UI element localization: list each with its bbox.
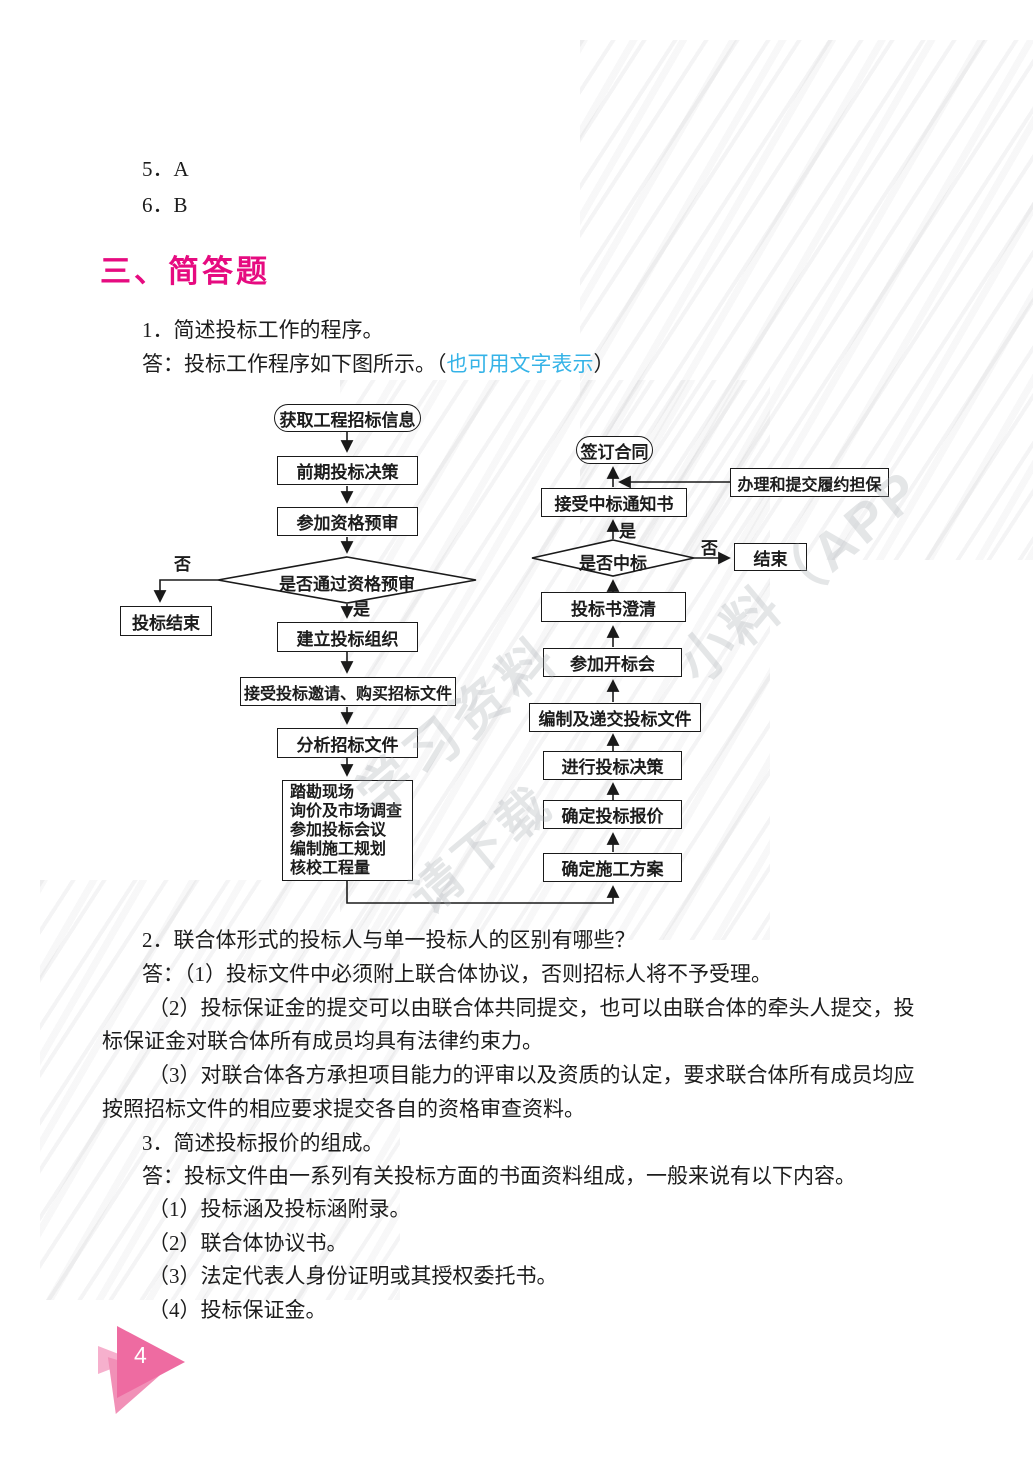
flow-arrow (346, 881, 620, 904)
flow-branch-yes-label: 是 (353, 600, 370, 619)
flow-node-end: 结束 (734, 543, 807, 571)
flow-branch-yes-win-label: 是 (619, 522, 636, 541)
section-heading: 三、简答题 (100, 254, 270, 289)
q1-paren-close: ） (593, 352, 615, 376)
flow-node-prequal: 参加资格预审 (277, 507, 418, 536)
q3-list-item: （3）法定代表人身份证明或其授权委托书。 (148, 1264, 558, 1288)
survey-line: 核校工程量 (290, 860, 371, 877)
q2-answer-line: （2）投标保证金的提交可以由联合体共同提交，也可以由联合体的牵头人提交，投 (148, 996, 915, 1020)
flow-node-analyze: 分析招标文件 (277, 728, 418, 758)
q3-list-item: （1）投标涵及投标涵附录。 (148, 1197, 411, 1221)
flow-node-survey: 踏勘现场 询价及市场调查 参加投标会议 编制施工规划 核校工程量 (282, 780, 413, 881)
flow-branch-no-win-label: 否 (701, 539, 718, 558)
flow-node-opening: 参加开标会 (543, 648, 682, 677)
q1-paren-open: （ (436, 352, 447, 376)
flow-node-invite: 接受投标邀请、购买招标文件 (240, 677, 456, 706)
survey-line: 参加投标会议 (290, 822, 387, 839)
flow-node-pre-decision: 前期投标决策 (277, 456, 418, 485)
q1-answer: 答：投标工作程序如下图所示。（也可用文字表示） (142, 351, 615, 377)
flow-node-org: 建立投标组织 (277, 622, 418, 652)
page-number: 4 (134, 1342, 147, 1368)
answer-item-6: 6．B (142, 193, 188, 217)
q3-list-item: （4）投标保证金。 (148, 1298, 327, 1322)
flow-node-clarify: 投标书澄清 (541, 592, 686, 622)
q1-alt-text-link[interactable]: 也可用文字表示 (446, 352, 594, 376)
flow-arrow (153, 579, 218, 603)
flow-node-decision: 进行投标决策 (543, 751, 682, 780)
decision-diamond-prequal (217, 556, 477, 604)
decision-diamond-win (531, 539, 695, 577)
flow-decision-win-label: 是否中标 (579, 554, 647, 573)
survey-line: 询价及市场调查 (290, 803, 403, 820)
q1-question: 1．简述投标工作的程序。 (142, 318, 384, 342)
flow-node-plan: 确定施工方案 (543, 853, 682, 882)
flow-node-prepare: 编制及递交投标文件 (529, 703, 701, 732)
flow-node-guarantee: 办理和提交履约担保 (730, 468, 889, 497)
q2-answer-line: 按照招标文件的相应要求提交各自的资格审查资料。 (102, 1097, 585, 1121)
flow-node-start: 获取工程招标信息 (274, 404, 421, 432)
flow-branch-no-label: 否 (174, 555, 191, 574)
flow-node-notice: 接受中标通知书 (541, 488, 687, 517)
q3-list-item: （2）联合体协议书。 (148, 1231, 348, 1255)
q3-answer-intro: 答：投标文件由一系列有关投标方面的书面资料组成，一般来说有以下内容。 (142, 1164, 856, 1188)
q2-question: 2．联合体形式的投标人与单一投标人的区别有哪些？ (142, 928, 636, 952)
flow-node-price: 确定投标报价 (543, 800, 682, 829)
answer-item-5: 5．A (142, 157, 189, 181)
flow-node-bid-end: 投标结束 (120, 606, 212, 636)
q3-question: 3．简述投标报价的组成。 (142, 1131, 384, 1155)
flow-node-contract: 签订合同 (576, 436, 653, 464)
q2-answer-line: 答：（1）投标文件中必须附上联合体协议，否则招标人将不予受理。 (142, 962, 772, 986)
q2-answer-line: （3）对联合体各方承担项目能力的评审以及资质的认定，要求联合体所有成员均应 (148, 1063, 915, 1087)
survey-line: 编制施工规划 (290, 841, 387, 858)
survey-line: 踏勘现场 (290, 784, 355, 801)
q2-answer-line: 标保证金对联合体所有成员均具有法律约束力。 (102, 1029, 543, 1053)
q1-answer-prefix: 答：投标工作程序如下图所示。 (142, 352, 436, 376)
flow-decision-prequal-label: 是否通过资格预审 (279, 575, 415, 594)
